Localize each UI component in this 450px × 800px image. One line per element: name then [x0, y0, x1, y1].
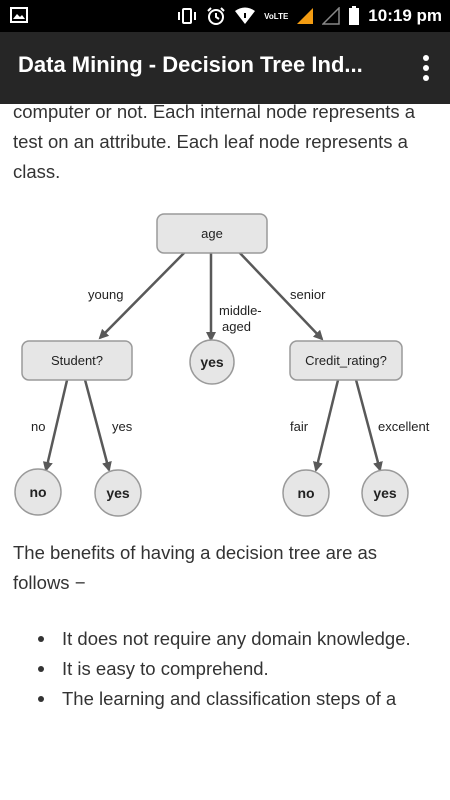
decision-tree-diagram: young middle- aged senior no yes fair ex… — [14, 213, 430, 517]
vibrate-icon — [178, 8, 197, 24]
list-item-text: It does not require any domain knowledge… — [62, 628, 411, 649]
node-student — [21, 340, 133, 381]
leaf-middle-yes-label: yes — [200, 354, 224, 370]
leaf-student-no — [14, 468, 62, 516]
edge-label-young: young — [88, 287, 123, 302]
node-age-label: age — [201, 226, 223, 241]
edge-label-yes: yes — [112, 419, 133, 434]
leaf-credit-yes — [361, 469, 409, 517]
edge-label-middle-1: middle- — [219, 303, 262, 318]
node-credit-label: Credit_rating? — [305, 353, 387, 368]
list-item: The learning and classification steps of… — [0, 684, 450, 714]
node-credit-rating — [289, 340, 403, 381]
list-item: It does not require any domain knowledge… — [0, 624, 450, 654]
edge-student-yes — [82, 375, 112, 472]
edge-young — [98, 250, 187, 340]
app-bar: Data Mining - Decision Tree Ind... — [0, 32, 450, 104]
status-left — [10, 7, 28, 28]
list-item-text: It is easy to comprehend. — [62, 658, 269, 679]
edge-student-no — [42, 375, 70, 472]
edge-label-no: no — [31, 419, 45, 434]
leaf-credit-no-label: no — [297, 485, 314, 501]
node-student-label: Student? — [51, 353, 103, 368]
list-item: It is easy to comprehend. — [0, 654, 450, 684]
status-time: 10:19 pm — [368, 6, 442, 25]
edge-label-senior: senior — [290, 287, 326, 302]
status-right: VoLTE 10:19 pm — [176, 5, 442, 27]
battery-icon — [349, 6, 360, 25]
wifi-icon — [235, 7, 256, 24]
leaf-credit-no — [282, 469, 330, 517]
leaf-student-yes — [94, 469, 142, 517]
bullet-icon — [38, 666, 44, 672]
edge-label-excellent: excellent — [378, 419, 430, 434]
list-item-text: The learning and classification steps of… — [62, 688, 397, 709]
leaf-credit-yes-label: yes — [373, 485, 397, 501]
page-title: Data Mining - Decision Tree Ind... — [18, 52, 363, 77]
signal-icon-sim1 — [297, 8, 314, 24]
benefits-intro: The benefits of having a decision tree a… — [13, 542, 378, 593]
leaf-middle-yes — [189, 339, 235, 385]
edge-senior — [237, 250, 324, 341]
article-content[interactable]: computer or not. Each internal node repr… — [0, 104, 450, 736]
alarm-icon — [207, 7, 225, 25]
bullet-icon — [38, 696, 44, 702]
volte-label: VoLTE — [264, 11, 289, 21]
edge-label-middle-2: aged — [222, 319, 251, 334]
status-bar: VoLTE 10:19 pm — [0, 0, 450, 32]
node-age — [156, 213, 268, 254]
benefits-list: It does not require any domain knowledge… — [0, 624, 450, 714]
gallery-notification-icon — [10, 7, 28, 23]
intro-paragraph: computer or not. Each internal node repr… — [13, 104, 416, 182]
leaf-student-no-label: no — [29, 484, 46, 500]
edge-label-fair: fair — [290, 419, 309, 434]
edge-credit-fair — [313, 375, 341, 472]
bullet-icon — [38, 636, 44, 642]
leaf-student-yes-label: yes — [106, 485, 130, 501]
signal-icon-sim2 — [322, 7, 341, 25]
more-vert-icon[interactable] — [416, 54, 436, 82]
edge-credit-excellent — [353, 375, 383, 472]
